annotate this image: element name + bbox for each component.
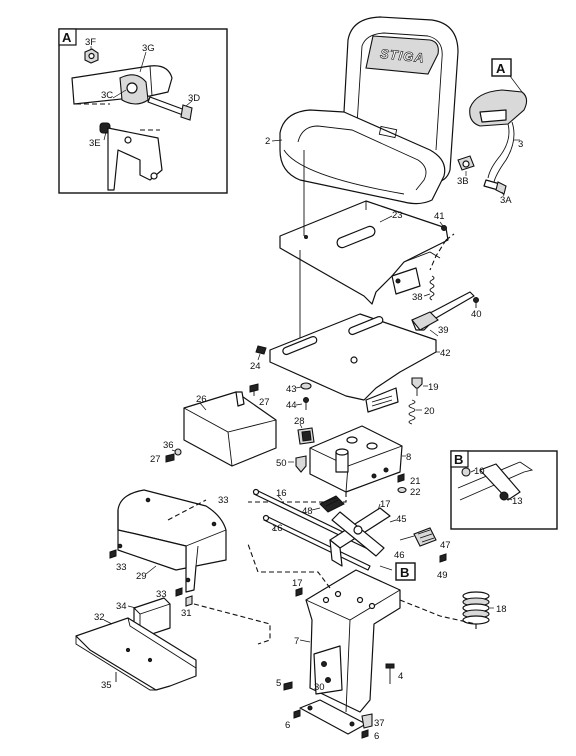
label-47: 47 <box>440 540 451 551</box>
label-28: 28 <box>294 416 305 427</box>
label-44: 44 <box>286 400 297 411</box>
label-29: 29 <box>136 571 147 582</box>
callout-a-letter: A <box>496 61 506 76</box>
label-19: 19 <box>428 382 439 393</box>
label-3e: 3E <box>89 138 101 149</box>
detail-box-b-letter: B <box>454 452 463 467</box>
floor-plate: 34 32 35 <box>75 597 197 691</box>
label-17b: 17 <box>292 578 303 589</box>
label-21: 21 <box>410 476 421 487</box>
label-3c: 3C <box>101 90 113 101</box>
callout-b-letter: B <box>400 565 409 580</box>
detail-box-b: B 10 13 <box>450 450 558 530</box>
label-48: 48 <box>302 506 313 517</box>
label-6a: 6 <box>285 720 290 731</box>
label-3f: 3F <box>85 37 96 48</box>
height-adjust-hardware: 19 20 43 44 <box>286 377 439 425</box>
label-30: 30 <box>314 682 325 693</box>
label-35: 35 <box>101 680 112 691</box>
label-2: 2 <box>265 136 270 147</box>
label-39: 39 <box>438 325 449 336</box>
label-37: 37 <box>374 718 385 729</box>
seat: STIGA 2 <box>265 16 459 205</box>
seat-switch-assembly: A 3 3B 3A <box>457 58 528 206</box>
label-16b: 16 <box>272 523 283 534</box>
label-16a: 16 <box>276 488 287 499</box>
label-42: 42 <box>440 348 451 359</box>
detail-box-a: A 3F 3G 3C 3D 3E <box>58 28 228 194</box>
label-46: 46 <box>394 550 405 561</box>
label-36: 36 <box>163 440 174 451</box>
label-3d: 3D <box>188 93 200 104</box>
seat-column: 7 17 5 30 4 6 37 6 <box>247 543 403 742</box>
label-24: 24 <box>250 361 261 372</box>
label-33a: 33 <box>218 495 229 506</box>
label-22: 22 <box>410 487 421 498</box>
label-3b: 3B <box>457 176 469 187</box>
stiga-logo-text: STIGA <box>379 46 425 66</box>
label-40: 40 <box>471 309 482 320</box>
label-33b: 33 <box>116 562 127 573</box>
label-49: 49 <box>437 570 448 581</box>
suspension-spring: 18 <box>399 591 507 630</box>
detail-box-a-letter: A <box>62 30 72 45</box>
label-43: 43 <box>286 384 297 395</box>
label-3g: 3G <box>142 43 155 54</box>
label-38: 38 <box>412 292 423 303</box>
label-31: 31 <box>181 608 192 619</box>
label-20: 20 <box>424 406 435 417</box>
storage-tray: 26 27 36 27 <box>150 383 277 467</box>
scissor-linkage: 16 16 48 17 45 47 46 49 <box>252 488 451 581</box>
label-13: 13 <box>512 496 523 507</box>
label-32: 32 <box>94 612 105 623</box>
label-18: 18 <box>496 604 507 615</box>
label-7: 7 <box>294 636 299 647</box>
label-41: 41 <box>434 211 445 222</box>
label-33c: 33 <box>156 589 167 600</box>
label-5: 5 <box>276 678 281 689</box>
label-8: 8 <box>406 452 411 463</box>
upper-slide-plate: 23 41 38 39 40 <box>279 200 482 337</box>
label-45: 45 <box>396 514 407 525</box>
label-6b: 6 <box>374 731 379 742</box>
suspension-block: 8 28 50 21 22 <box>248 416 421 503</box>
label-34: 34 <box>116 601 127 612</box>
label-50: 50 <box>276 458 287 469</box>
lower-slide-plate: 42 24 <box>250 313 451 413</box>
label-3a: 3A <box>500 195 512 206</box>
callout-b: B <box>379 562 416 581</box>
label-17a: 17 <box>380 499 391 510</box>
label-10: 10 <box>474 466 485 477</box>
label-3: 3 <box>518 139 523 150</box>
label-4: 4 <box>398 671 403 682</box>
label-23: 23 <box>392 210 403 221</box>
label-27b: 27 <box>150 454 161 465</box>
cover-plate: 33 33 29 33 31 <box>109 489 271 645</box>
label-26: 26 <box>196 394 207 405</box>
label-27: 27 <box>259 397 270 408</box>
